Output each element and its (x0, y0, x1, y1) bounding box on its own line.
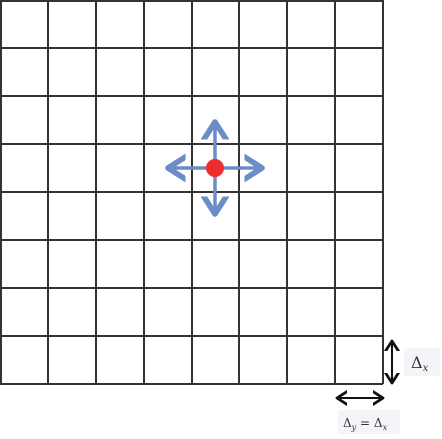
vertical-spacing-label: Δx (411, 353, 429, 374)
grid (0, 0, 384, 385)
vertical-spacing-label-bg (404, 348, 440, 376)
center-point (206, 159, 224, 177)
horizontal-spacing-label-bg (338, 410, 400, 434)
horizontal-spacing-label: Δy = Δx (343, 416, 388, 432)
stencil (168, 122, 262, 214)
